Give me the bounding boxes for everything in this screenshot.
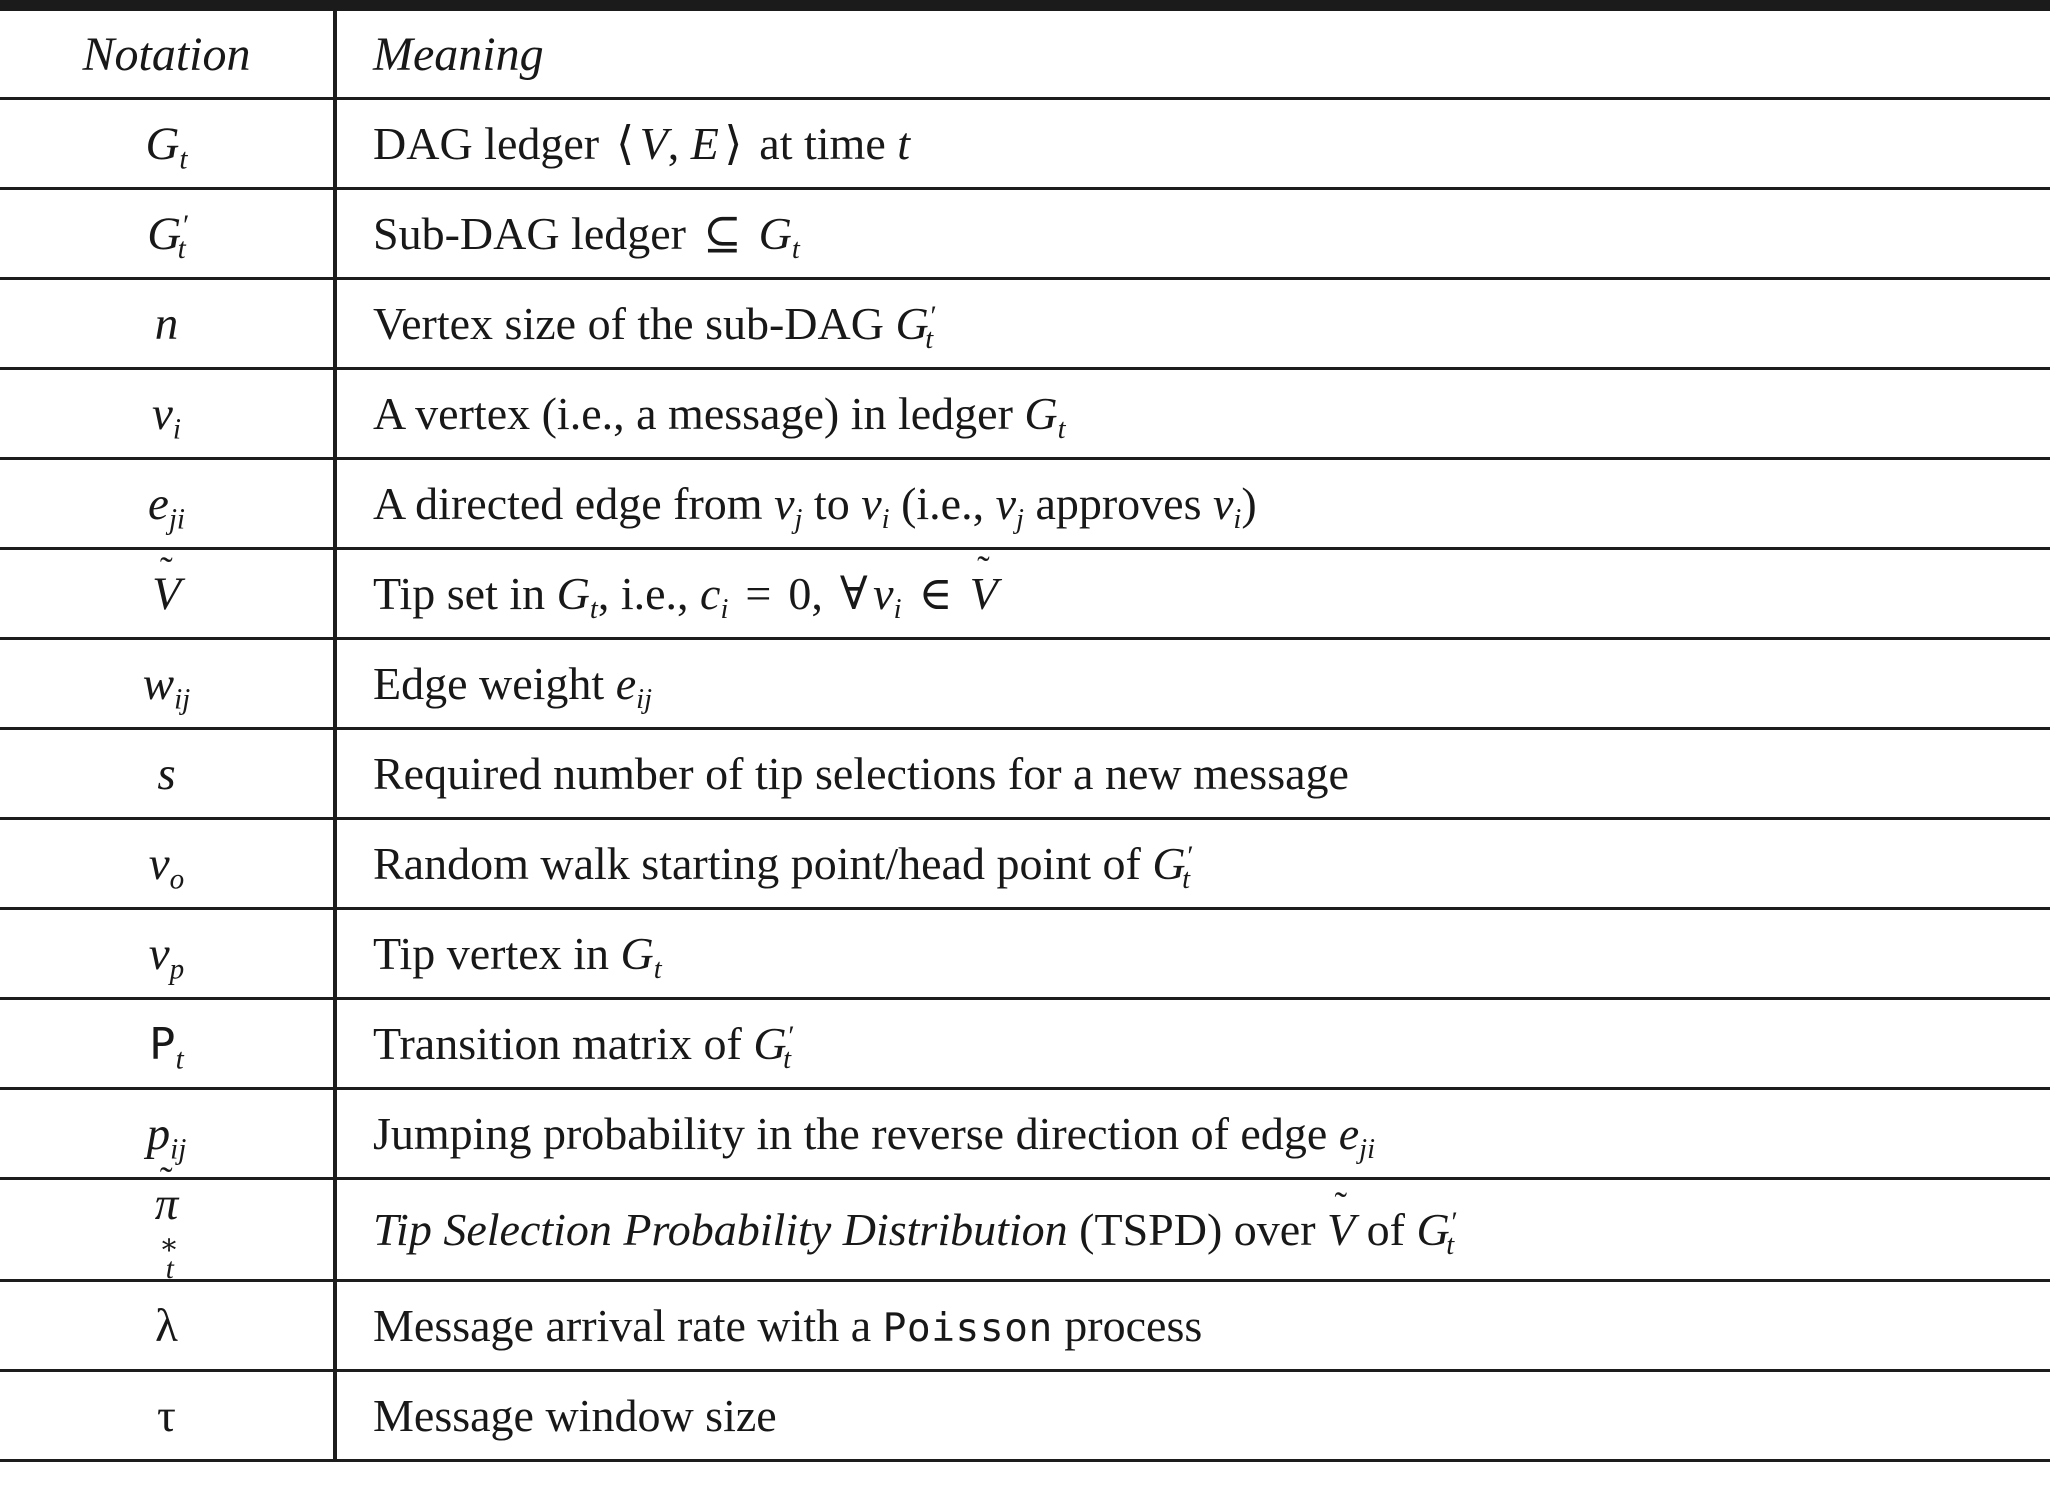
- meaning-text: Vertex size of the sub-DAG G′t: [373, 298, 935, 356]
- typewriter-word: Poisson: [882, 1305, 1053, 1352]
- notation-cell: vo: [0, 818, 337, 910]
- notation-symbol: vp: [148, 928, 185, 986]
- meaning-text: Random walk starting point/head point of…: [373, 838, 1192, 896]
- table-row: wij Edge weight eij: [0, 638, 2050, 730]
- notation-cell: λ: [0, 1280, 337, 1373]
- notation-cell: eji: [0, 458, 337, 550]
- table-row: Gt DAG ledger ⟨V, E⟩ at time t: [0, 98, 2050, 190]
- table-row: pij Jumping probability in the reverse d…: [0, 1088, 2050, 1180]
- meaning-cell: Sub-DAG ledger ⊆ Gt: [335, 188, 2050, 280]
- notation-symbol: wij: [142, 658, 191, 716]
- notation-cell: wij: [0, 638, 337, 730]
- notation-cell: vi: [0, 368, 337, 460]
- notation-symbol: Gt: [145, 118, 188, 176]
- notation-symbol: vi: [152, 388, 181, 446]
- notation-symbol: n: [154, 298, 179, 350]
- meaning-text: Edge weight eij: [373, 658, 652, 716]
- notation-symbol: vo: [148, 838, 185, 896]
- notation-cell: ˜π∗t: [0, 1160, 337, 1285]
- notation-symbol: G′t: [147, 208, 188, 266]
- column-header-notation: Notation: [0, 0, 337, 100]
- table-row: s Required number of tip selections for …: [0, 728, 2050, 820]
- meaning-cell: Edge weight eij: [335, 638, 2050, 730]
- meaning-text: A vertex (i.e., a message) in ledger Gt: [373, 388, 1066, 446]
- meaning-text: Tip vertex in Gt: [373, 928, 662, 986]
- emphasised-phrase: Tip Selection Probability Distribution: [373, 1204, 1068, 1256]
- meaning-text: Required number of tip selections for a …: [373, 748, 1349, 799]
- column-header-meaning: Meaning: [335, 0, 2050, 100]
- meaning-cell: Tip Selection Probability Distribution (…: [335, 1178, 2050, 1283]
- meaning-text: Message window size: [373, 1390, 777, 1442]
- notation-symbol: ˜V: [152, 550, 181, 620]
- meaning-cell: DAG ledger ⟨V, E⟩ at time t: [335, 98, 2050, 190]
- meaning-text: Jumping probability in the reverse direc…: [373, 1108, 1376, 1166]
- meaning-cell: A vertex (i.e., a message) in ledger Gt: [335, 368, 2050, 460]
- table-header-row: Notation Meaning: [0, 0, 2050, 100]
- meaning-cell: Tip vertex in Gt: [335, 908, 2050, 1000]
- meaning-cell: Transition matrix of G′t: [335, 998, 2050, 1090]
- notation-symbol: eji: [147, 478, 186, 536]
- meaning-text: Tip set in Gt, i.e., ci = 0, ∀vi ∈ ˜V: [373, 548, 998, 626]
- meaning-text: DAG ledger ⟨V, E⟩ at time t: [373, 118, 911, 169]
- meaning-cell: Jumping probability in the reverse direc…: [335, 1088, 2050, 1180]
- table-row: τ Message window size: [0, 1370, 2050, 1463]
- notation-symbol: Pt: [149, 1019, 184, 1076]
- meaning-text: Transition matrix of G′t: [373, 1018, 793, 1076]
- table-row: G′t Sub-DAG ledger ⊆ Gt: [0, 188, 2050, 280]
- meaning-text: Tip Selection Probability Distribution (…: [373, 1184, 1456, 1262]
- table-row: λ Message arrival rate with a Poisson pr…: [0, 1280, 2050, 1373]
- table-row: Pt Transition matrix of G′t: [0, 998, 2050, 1090]
- table-row: eji A directed edge from vj to vi (i.e.,…: [0, 458, 2050, 550]
- meaning-text: Message arrival rate with a Poisson proc…: [373, 1300, 1203, 1352]
- table-row: vi A vertex (i.e., a message) in ledger …: [0, 368, 2050, 460]
- meaning-cell: Random walk starting point/head point of…: [335, 818, 2050, 910]
- notation-symbol: s: [157, 748, 176, 800]
- notation-symbol: τ: [157, 1390, 176, 1443]
- table-row: ˜π∗t Tip Selection Probability Distribut…: [0, 1160, 2050, 1285]
- table-row: ˜V Tip set in Gt, i.e., ci = 0, ∀vi ∈ ˜V: [0, 548, 2050, 640]
- notation-cell: pij: [0, 1088, 337, 1180]
- table-row: vp Tip vertex in Gt: [0, 908, 2050, 1000]
- notation-cell: s: [0, 728, 337, 820]
- meaning-text: A directed edge from vj to vi (i.e., vj …: [373, 478, 1257, 536]
- meaning-cell: Vertex size of the sub-DAG G′t: [335, 278, 2050, 370]
- notation-symbol: pij: [146, 1108, 187, 1166]
- meaning-cell: Required number of tip selections for a …: [335, 728, 2050, 820]
- notation-cell: Pt: [0, 998, 337, 1090]
- meaning-cell: Message arrival rate with a Poisson proc…: [335, 1280, 2050, 1373]
- notation-cell: G′t: [0, 188, 337, 280]
- table-row: n Vertex size of the sub-DAG G′t: [0, 278, 2050, 370]
- table-row: vo Random walk starting point/head point…: [0, 818, 2050, 910]
- notation-table: Notation Meaning Gt DAG ledger ⟨V, E⟩ at…: [0, 0, 2050, 1463]
- notation-cell: ˜V: [0, 548, 337, 640]
- meaning-text: Sub-DAG ledger ⊆ Gt: [373, 208, 800, 266]
- notation-symbol: λ: [155, 1300, 178, 1353]
- meaning-cell: A directed edge from vj to vi (i.e., vj …: [335, 458, 2050, 550]
- notation-cell: τ: [0, 1370, 337, 1463]
- meaning-cell: Message window size: [335, 1370, 2050, 1463]
- meaning-cell: Tip set in Gt, i.e., ci = 0, ∀vi ∈ ˜V: [335, 548, 2050, 640]
- notation-symbol: ˜π∗t: [154, 1160, 179, 1285]
- notation-cell: n: [0, 278, 337, 370]
- notation-cell: vp: [0, 908, 337, 1000]
- notation-cell: Gt: [0, 98, 337, 190]
